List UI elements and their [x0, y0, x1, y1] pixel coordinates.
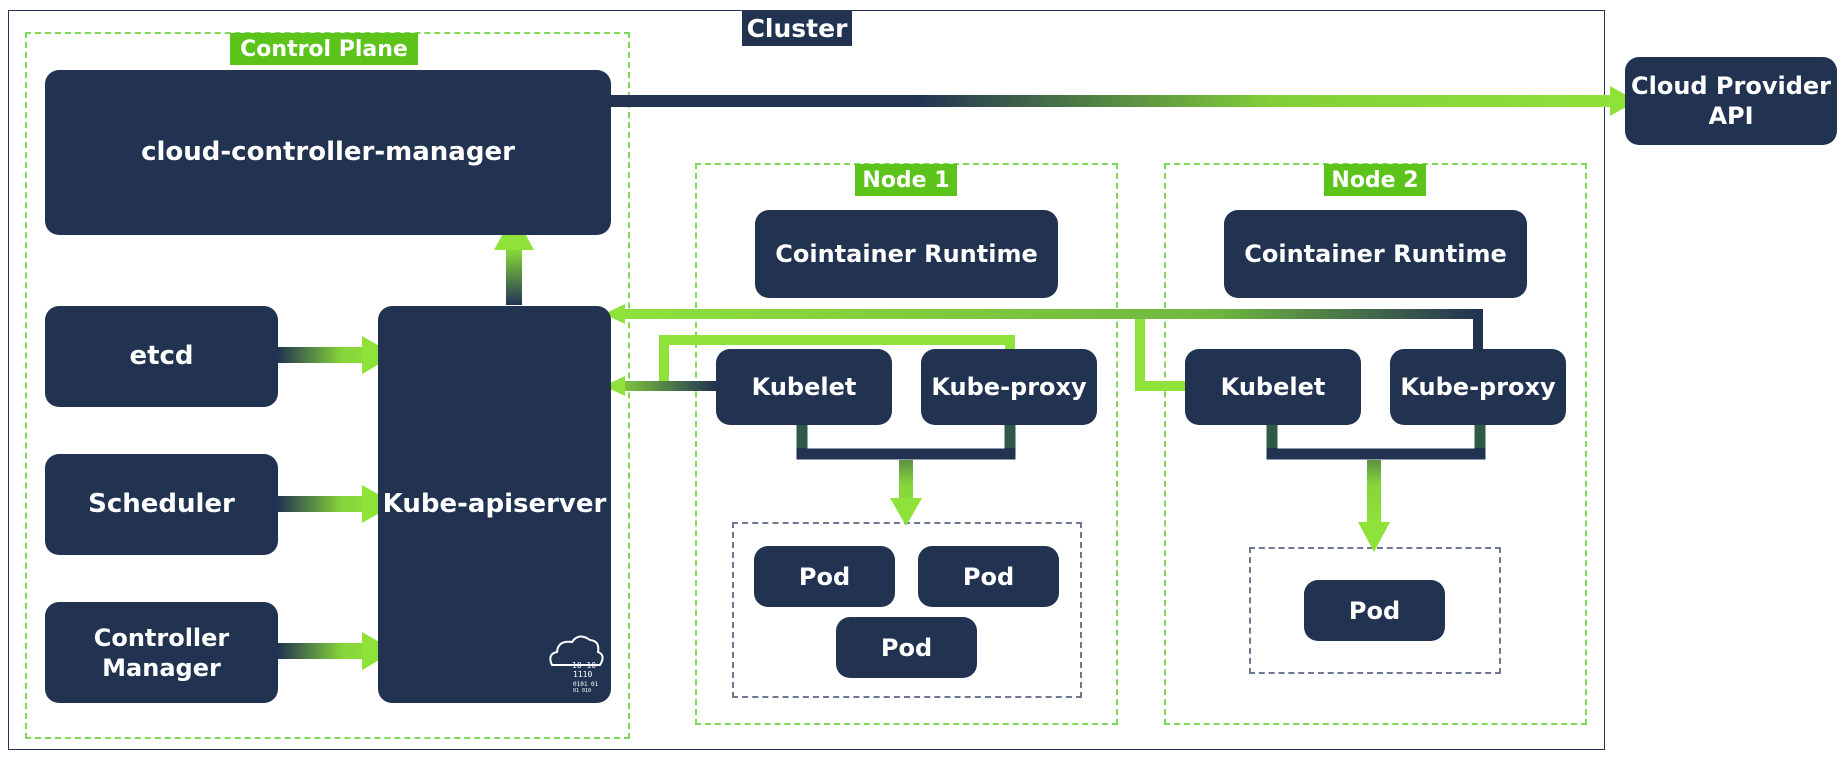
controller-manager-label-line2: Manager	[102, 653, 221, 682]
cluster-label: Cluster	[742, 11, 852, 46]
ccm-to-cloud-arrow-shaft	[610, 95, 1622, 107]
node1-pod-2: Pod	[918, 546, 1059, 607]
node2-kube-proxy-box: Kube-proxy	[1390, 349, 1566, 425]
node2-container-runtime-box: Cointainer Runtime	[1224, 210, 1527, 298]
kube-apiserver-box: Kube-apiserver	[378, 306, 611, 703]
node2-to-apiserver-head	[604, 304, 625, 324]
controller-manager-box: Controller Manager	[45, 602, 278, 703]
controller-manager-label-line1: Controller	[93, 623, 230, 652]
node1-kubelet-label: Kubelet	[751, 373, 857, 401]
node2-pod-bracket	[1266, 425, 1486, 460]
node2-to-pod-arrow-head	[1358, 522, 1390, 552]
node1-to-pods-arrow-head	[890, 498, 922, 526]
pod-label: Pod	[798, 562, 851, 591]
node2-pod-1: Pod	[1304, 580, 1445, 641]
node2-to-pod-arrow-shaft	[1367, 460, 1381, 526]
cluster-boundary	[8, 10, 1605, 750]
pod-label: Pod	[962, 562, 1015, 591]
node1-proxy-link	[659, 335, 1015, 386]
node1-kube-proxy-label: Kube-proxy	[931, 373, 1087, 401]
cloud-provider-label-line2: API	[1708, 102, 1754, 130]
node2-kube-proxy-label: Kube-proxy	[1400, 373, 1556, 401]
cloud-provider-api-box: Cloud Provider API	[1625, 57, 1837, 145]
node2-container-runtime-label: Cointainer Runtime	[1244, 240, 1507, 268]
etcd-arrow-shaft	[278, 347, 366, 363]
etcd-box: etcd	[45, 306, 278, 407]
node1-kube-proxy-box: Kube-proxy	[921, 349, 1097, 425]
node1-label: Node 1	[855, 164, 957, 196]
node2-kubelet-link	[1135, 314, 1190, 391]
scheduler-label: Scheduler	[88, 489, 235, 520]
node1-container-runtime-box: Cointainer Runtime	[755, 210, 1058, 298]
node1-to-pods-arrow-shaft	[899, 460, 913, 502]
node1-pod-bracket	[796, 425, 1016, 460]
node2-proxy-link	[622, 309, 1483, 352]
node1-pod-3: Pod	[836, 617, 977, 678]
scheduler-box: Scheduler	[45, 454, 278, 555]
node1-container-runtime-label: Cointainer Runtime	[775, 240, 1038, 268]
node2-kubelet-label: Kubelet	[1220, 373, 1326, 401]
pod-label: Pod	[1348, 596, 1401, 625]
cloud-controller-manager-box: cloud-controller-manager	[45, 70, 611, 235]
node1-pod-1: Pod	[754, 546, 895, 607]
cloud-provider-label-line1: Cloud Provider	[1630, 72, 1832, 100]
node1-kubelet-box: Kubelet	[716, 349, 892, 425]
cloud-controller-manager-label: cloud-controller-manager	[141, 137, 515, 168]
scheduler-arrow-shaft	[278, 496, 366, 512]
node2-label: Node 2	[1324, 164, 1426, 196]
etcd-label: etcd	[129, 341, 194, 372]
node1-kubelet-to-apiserver-head	[604, 376, 625, 396]
controller-arrow-shaft	[278, 643, 366, 659]
node2-kubelet-box: Kubelet	[1185, 349, 1361, 425]
pod-label: Pod	[880, 633, 933, 662]
kube-apiserver-label: Kube-apiserver	[382, 489, 607, 520]
ccm-to-cloud-arrow-head	[1610, 86, 1637, 116]
apiserver-to-ccm-arrow-shaft	[506, 245, 522, 305]
control-plane-label: Control Plane	[230, 33, 418, 65]
